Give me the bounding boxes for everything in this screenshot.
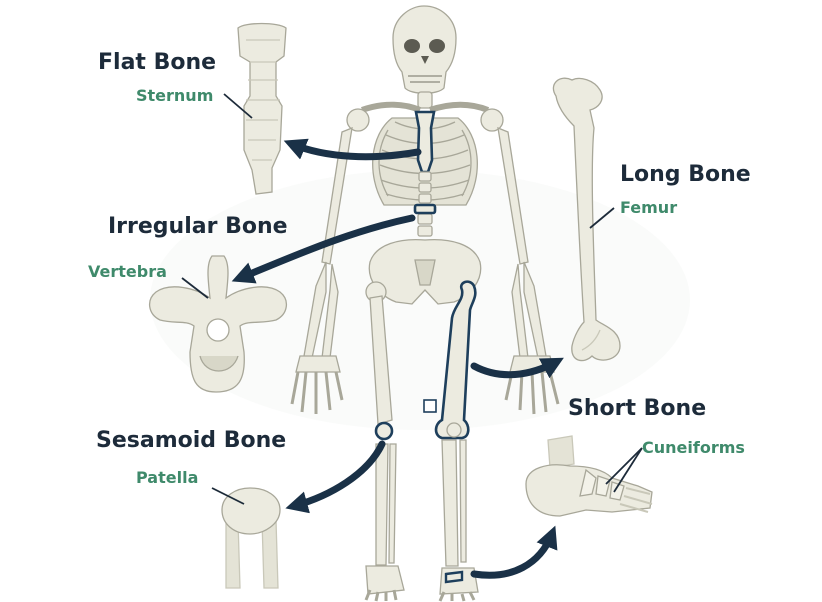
leader-cuneiforms-2 <box>613 447 643 493</box>
leg-left <box>364 281 405 602</box>
leader-patella <box>211 487 245 505</box>
vertebra-illustration <box>149 255 287 393</box>
leader-femur <box>589 207 615 229</box>
sacrum <box>414 259 436 286</box>
arrows <box>231 138 564 579</box>
patella-illustration <box>221 487 281 589</box>
leader-cuneiforms-1 <box>605 447 643 485</box>
arrow-flat-bone <box>283 138 422 161</box>
label-patella: Patella <box>136 468 199 487</box>
label-vertebra: Vertebra <box>88 262 167 281</box>
leader-sternum <box>223 93 253 119</box>
clavicle-right <box>429 101 490 113</box>
neck <box>417 91 433 109</box>
shoulder-left <box>346 108 370 132</box>
arm-right <box>497 126 560 415</box>
skeleton-figure <box>290 5 560 602</box>
cuneiform-highlight <box>444 570 464 584</box>
leader-vertebra <box>181 277 209 299</box>
sternum-highlight <box>414 110 436 174</box>
label-flat-bone: Flat Bone <box>98 50 217 75</box>
femur-illustration <box>552 77 621 362</box>
clavicle-left <box>361 101 422 113</box>
leader-lines <box>181 93 643 505</box>
sternum-illustration <box>237 22 287 195</box>
square-marker <box>423 399 437 413</box>
label-cuneiforms: Cuneiforms <box>642 438 745 457</box>
label-short-bone: Short Bone <box>568 396 707 421</box>
label-sternum: Sternum <box>136 86 214 105</box>
arrow-short-bone <box>470 525 558 579</box>
arrow-sesamoid-bone <box>285 440 386 514</box>
label-irregular-bone: Irregular Bone <box>108 214 288 239</box>
patella-highlight <box>374 421 394 441</box>
label-femur: Femur <box>620 198 678 217</box>
arrow-irregular-bone <box>231 214 416 284</box>
label-sesamoid-bone: Sesamoid Bone <box>96 428 287 453</box>
vertebra-highlight <box>413 203 437 215</box>
arrow-long-bone <box>470 357 564 379</box>
arm-left <box>290 126 353 414</box>
foot-illustration <box>525 435 653 517</box>
femur-highlight <box>434 280 477 440</box>
label-long-bone: Long Bone <box>620 162 751 187</box>
skull <box>392 5 457 94</box>
shoulder-right <box>480 108 504 132</box>
spine <box>417 171 433 237</box>
